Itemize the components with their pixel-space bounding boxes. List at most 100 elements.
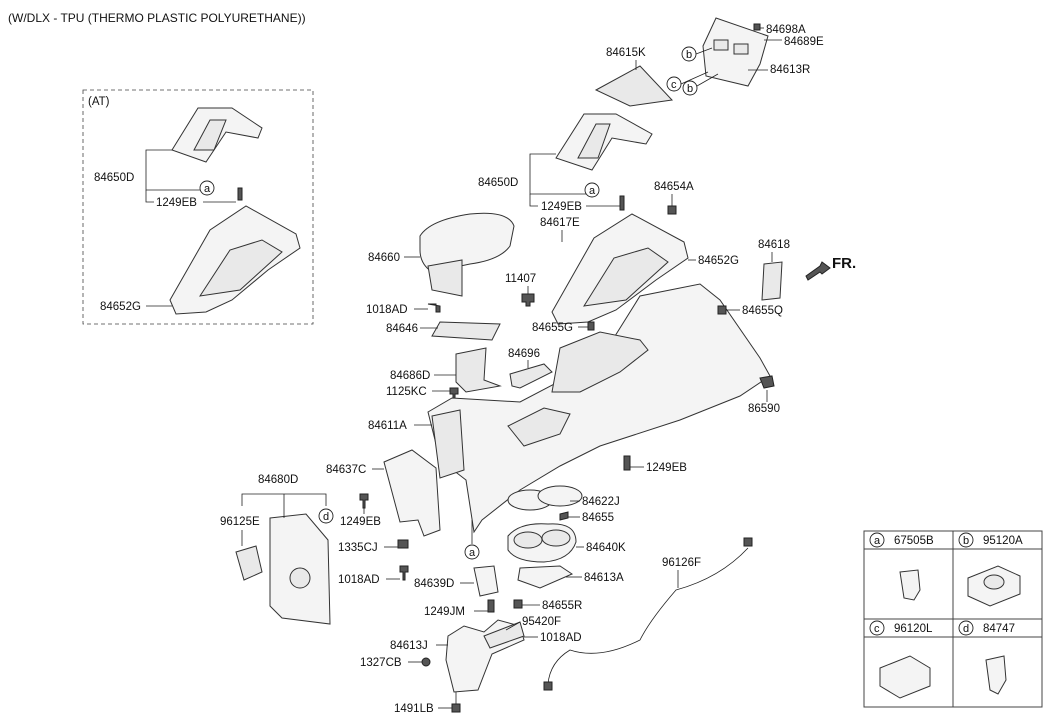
label-84650D: 84650D xyxy=(478,177,518,189)
side-cover-socket xyxy=(289,567,311,589)
cup-well-2 xyxy=(541,529,571,547)
label-at-84650D: 84650D xyxy=(94,172,134,184)
leader-1249EB-a xyxy=(529,194,620,207)
callout-a-main-text: a xyxy=(589,185,596,197)
clip-84698A-shape xyxy=(753,23,761,31)
at-inset-title: (AT) xyxy=(88,96,110,108)
shift-slot-shape xyxy=(577,123,611,159)
leader-95420F xyxy=(505,621,521,631)
label-84617E: 84617E xyxy=(540,217,580,229)
at-inset-border xyxy=(82,89,314,325)
pad-84618-shape xyxy=(761,261,783,301)
switch-hole-1 xyxy=(713,39,729,51)
leader-at-1249EB xyxy=(145,190,236,203)
leader-callout-b-2 xyxy=(696,73,719,87)
callout-b-1-text: b xyxy=(686,49,692,61)
callout-c-text: c xyxy=(671,79,677,91)
console-bin-shape xyxy=(551,331,649,393)
legend-b-letter: b xyxy=(963,535,969,547)
label-84613J: 84613J xyxy=(390,640,428,652)
bracket-84637C-shape xyxy=(383,449,441,537)
mat-84615K-shape xyxy=(594,65,674,107)
label-84640K: 84640K xyxy=(586,542,626,554)
label-95420F: 95420F xyxy=(522,616,561,628)
callout-a-main xyxy=(584,182,600,198)
callout-b-2 xyxy=(682,80,698,96)
console-front-panel xyxy=(431,409,465,479)
legend-b-circle xyxy=(958,532,974,548)
harness-group: 96126F xyxy=(543,537,753,691)
lower-bracket-group: 95420F 1018AD 84613J 1327CB 1491LB xyxy=(360,616,582,715)
label-84622J: 84622J xyxy=(582,496,620,508)
bracket-group: 84637C 1249EB 1335CJ 1018AD a 84639D 124… xyxy=(326,449,499,618)
legend-a-letter: a xyxy=(874,535,881,547)
label-86590: 86590 xyxy=(748,403,780,415)
at-screw-shape xyxy=(237,187,243,201)
legend-d-part-shape xyxy=(985,655,1007,695)
main-upper-group: 84650D a 1249EB 84654A 84617E 84652G 114… xyxy=(478,113,739,334)
label-1018AD-c: 1018AD xyxy=(540,632,582,644)
callout-at-a-text: a xyxy=(204,183,211,195)
legend-b-port xyxy=(983,574,1005,590)
nut-1327CB-shape xyxy=(421,657,431,667)
front-arrow-icon xyxy=(805,261,831,281)
label-84618: 84618 xyxy=(758,239,790,251)
label-1327CB: 1327CB xyxy=(360,657,402,669)
label-84652G: 84652G xyxy=(698,255,739,267)
screw-1249JM xyxy=(487,599,495,613)
clip-84655R-shape xyxy=(513,599,523,609)
label-84639D: 84639D xyxy=(414,578,454,590)
clip-1335CJ-shape xyxy=(397,539,409,549)
bolt-11407-shape xyxy=(521,293,535,307)
mat-84696-shape xyxy=(509,363,553,389)
label-1249EB-b: 1249EB xyxy=(646,462,687,474)
bracket-95420F-shape xyxy=(483,621,525,649)
legend-c-part-shape xyxy=(879,655,931,699)
screw-1018AD-a xyxy=(427,303,441,313)
at-console-tray-shape xyxy=(198,239,283,297)
screw-1249EB-b xyxy=(623,455,631,471)
label-96125E: 96125E xyxy=(220,516,260,528)
armrest-hinge-shape xyxy=(427,259,463,297)
at-shift-slot-shape xyxy=(193,119,227,151)
leader-callout-b-1 xyxy=(695,47,713,55)
switch-hole-2 xyxy=(733,43,749,55)
front-marker-label: FR. xyxy=(832,255,856,272)
label-84655R: 84655R xyxy=(542,600,582,612)
legend-d-circle xyxy=(958,620,974,636)
console-body-shape xyxy=(427,283,771,534)
ring-84622J-2 xyxy=(537,485,583,507)
label-84615K: 84615K xyxy=(606,47,646,59)
bracket-84613A-shape xyxy=(517,565,574,589)
main-console-group: 84611A 84618 FR. 84655Q 86590 1249EB xyxy=(368,239,856,534)
label-84689E: 84689E xyxy=(784,36,824,48)
legend-c-circle xyxy=(869,620,885,636)
label-84686D: 84686D xyxy=(390,370,430,382)
label-11407: 11407 xyxy=(505,273,536,285)
label-at-1249EB: 1249EB xyxy=(156,197,197,209)
label-1249JM: 1249JM xyxy=(424,606,465,618)
label-84655G: 84655G xyxy=(532,322,573,334)
callout-d-text: d xyxy=(323,511,329,523)
clip-84655G-shape xyxy=(587,321,595,331)
label-84611A: 84611A xyxy=(368,420,407,432)
clip-84655Q-shape xyxy=(717,305,727,315)
label-1018AD-a: 1018AD xyxy=(366,304,408,316)
legend-d-letter: d xyxy=(963,623,969,635)
top-right-group: 84698A 84689E 84613R b c b 84615K xyxy=(594,17,824,107)
callout-a-lower-text: a xyxy=(469,547,476,559)
callout-b-2-text: b xyxy=(687,83,693,95)
label-1125KC: 1125KC xyxy=(386,386,427,398)
bolt-1491LB-shape xyxy=(451,703,461,713)
bracket-84639D-shape xyxy=(473,565,499,597)
at-inset: (AT) 84650D a 1249EB 84652G xyxy=(82,89,314,325)
label-84654A: 84654A xyxy=(654,181,694,193)
label-1249EB-a: 1249EB xyxy=(541,201,582,213)
label-84646: 84646 xyxy=(386,323,418,335)
label-1018AD-b: 1018AD xyxy=(338,574,380,586)
label-84680D: 84680D xyxy=(258,474,298,486)
label-1335CJ: 1335CJ xyxy=(338,542,378,554)
leader-84680D xyxy=(241,493,327,518)
callout-at-a xyxy=(199,180,215,196)
